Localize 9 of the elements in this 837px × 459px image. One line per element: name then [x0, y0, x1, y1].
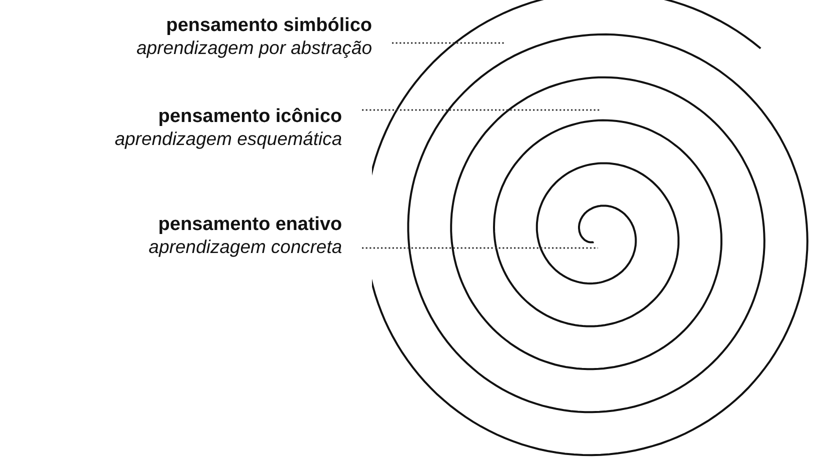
leader-line [392, 42, 505, 44]
stage-heading: pensamento simbólico [165, 15, 372, 37]
stage-heading: pensamento enativo [157, 214, 342, 236]
leader-line [362, 247, 598, 249]
stage-description: aprendizagem concreta [148, 236, 342, 258]
stage-heading: pensamento icônico [157, 106, 342, 128]
stage-description: aprendizagem por abstração [136, 37, 372, 59]
leader-line [362, 109, 600, 111]
stage-description: aprendizagem esquemática [114, 128, 342, 150]
